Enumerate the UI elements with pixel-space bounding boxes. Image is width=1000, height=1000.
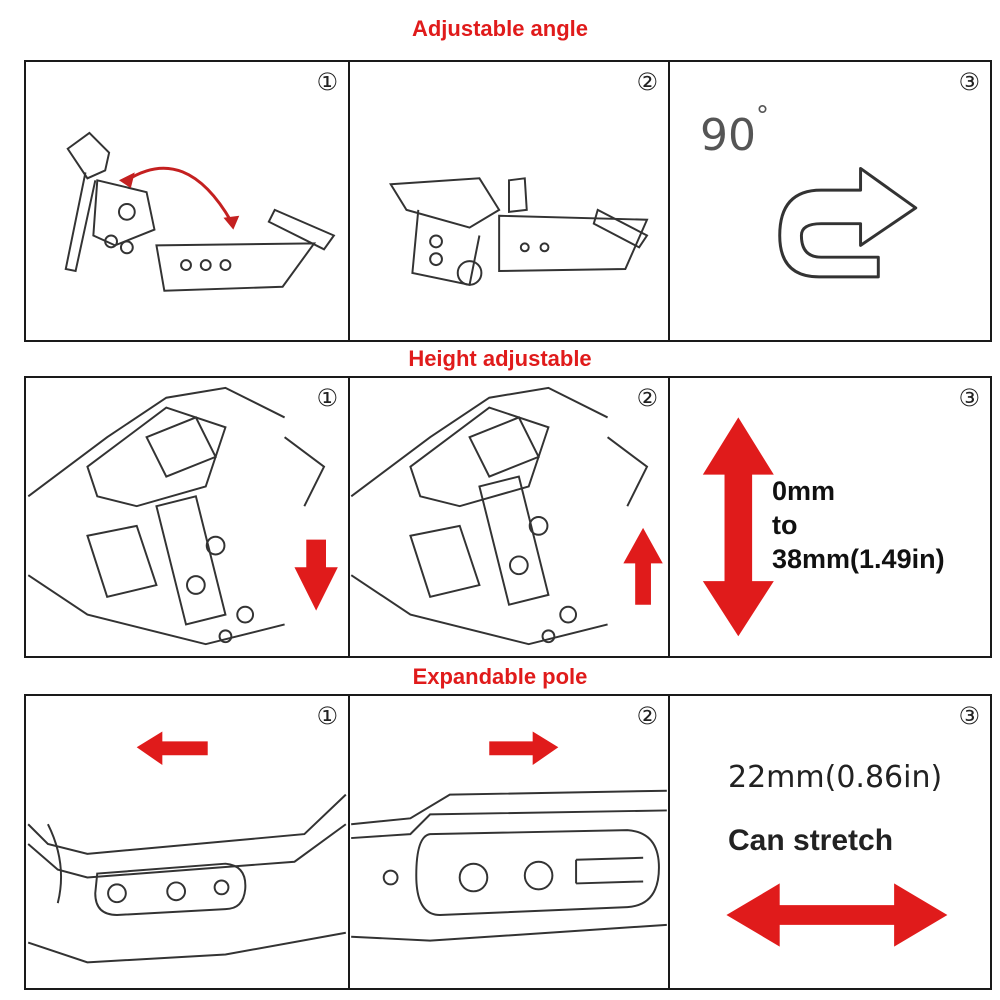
angle-panel-1: ① [26,62,348,340]
height-bracket-illustration-high [350,386,663,646]
height-panel-1: ① [26,378,348,656]
step-number-2: ② [636,384,658,412]
height-range-min: 0mm [772,476,836,506]
angle-row: ① ② 90° ③ [24,60,992,342]
step-number-3: ③ [958,68,980,96]
degree-symbol: ° [756,101,769,132]
step-number-1: ① [316,702,338,730]
pole-panel-2: ② [348,696,668,988]
vertical-double-arrow-icon [702,417,774,637]
angle-number: 90 [700,110,756,161]
down-arrow-icon [294,539,338,611]
section-title-expandable-pole: Expandable pole [412,664,588,689]
section-title-adjustable-angle: Adjustable angle [411,16,589,41]
height-panel-3: 0mm to 38mm(1.49in) ③ [668,378,990,656]
pole-panel-1: ① [26,696,348,988]
angle-panel-2: ② [348,62,668,340]
section-title-height-adjustable: Height adjustable [408,346,592,371]
stretch-length-text: 22mm(0.86in) [728,760,943,795]
step-number-2: ② [636,68,658,96]
bracket-illustration-upright [389,177,649,286]
angle-panel-3: 90° ③ [668,62,990,340]
u-turn-arrow-icon [778,166,918,279]
angle-value: 90° [700,101,769,161]
height-panel-2: ② [348,378,668,656]
pole-row: ① ② 22mm(0.86in) Can stretch ③ [24,694,992,990]
step-number-1: ① [316,384,338,412]
step-number-3: ③ [958,384,980,412]
step-number-3: ③ [958,702,980,730]
pole-panel-3: 22mm(0.86in) Can stretch ③ [668,696,990,988]
up-arrow-icon [623,527,663,605]
height-range-text: 0mm to 38mm(1.49in) [772,474,945,576]
horizontal-double-arrow-icon [726,883,948,947]
rotation-arc-icon [126,166,233,223]
height-row: ① ② 0mm to 38mm(1.49in) [24,376,992,658]
pole-illustration-retracted [27,731,347,964]
pole-illustration-extended [351,731,667,942]
height-range-to: to [772,510,798,540]
right-arrow-icon [489,731,559,766]
height-range-max: 38mm(1.49in) [772,544,945,574]
height-bracket-illustration-low [27,386,338,646]
step-number-2: ② [636,702,658,730]
left-arrow-icon [136,731,208,766]
bracket-illustration-folded [64,131,336,292]
step-number-1: ① [316,68,338,96]
can-stretch-text: Can stretch [728,824,894,857]
